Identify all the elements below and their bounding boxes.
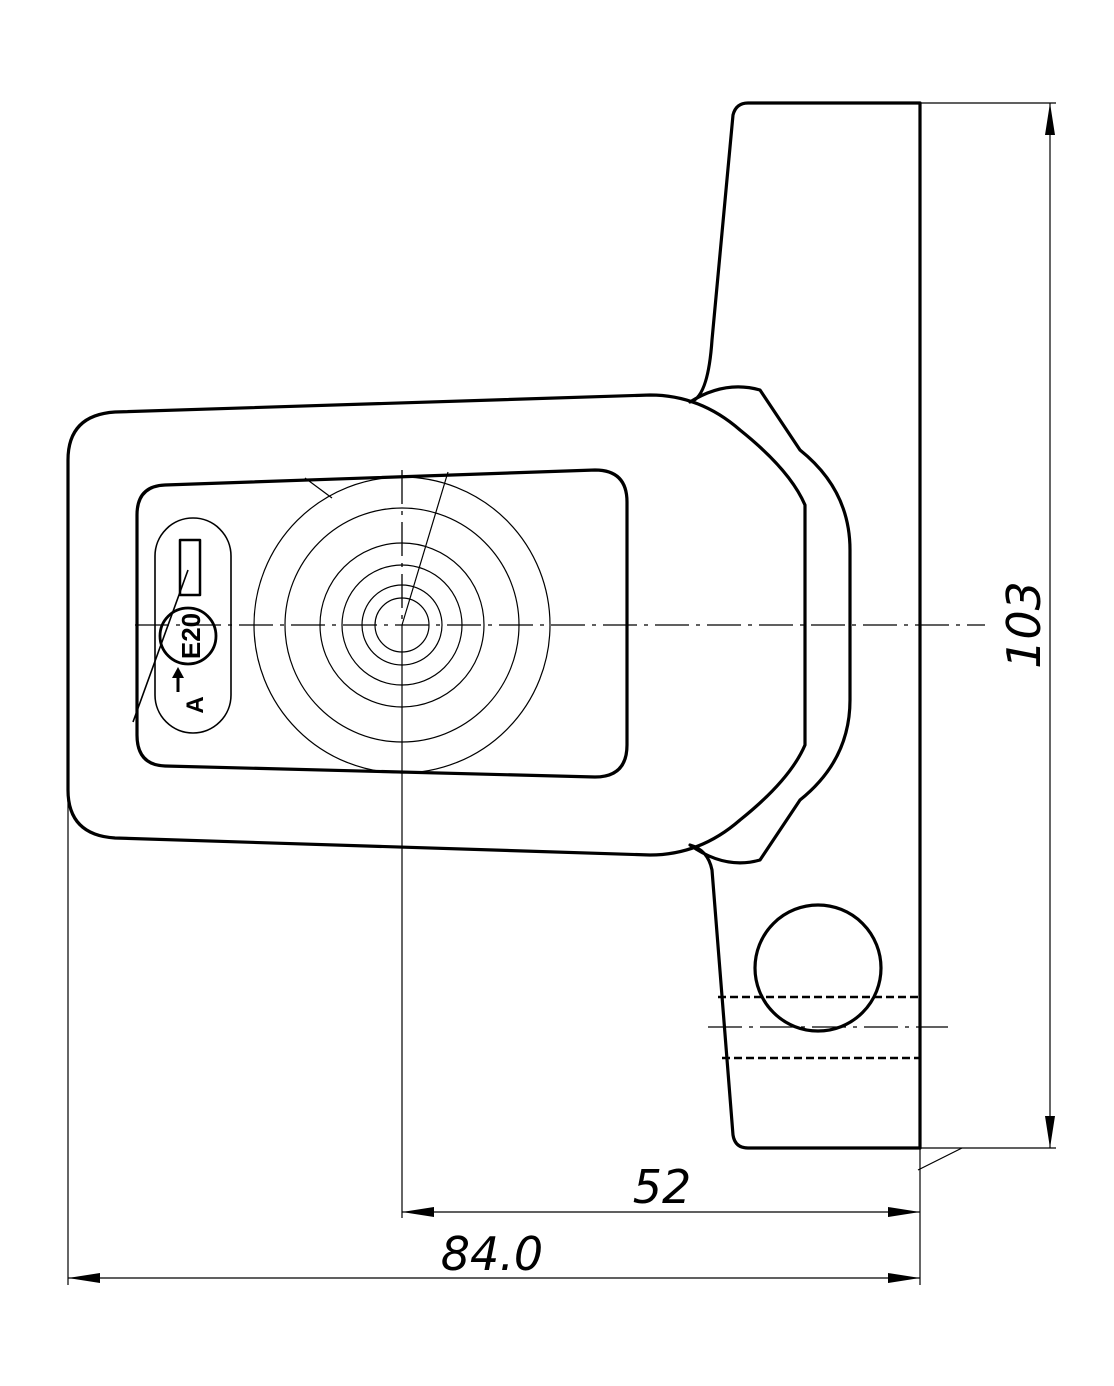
- arrow-up-icon: [172, 667, 184, 678]
- mounting-bolt: [708, 903, 948, 1060]
- dimension-52-label: 52: [633, 1160, 692, 1214]
- center-lines: [135, 470, 985, 626]
- lens-face: [135, 468, 629, 779]
- dimension-height: 103: [917, 102, 1056, 1171]
- dimension-overall-width: 84.0: [67, 790, 920, 1285]
- overall-width-label: 84.0: [441, 1227, 543, 1281]
- dimension-52: 52: [401, 625, 921, 1285]
- height-dimension-label: 103: [997, 581, 1051, 669]
- category-letter: A: [182, 696, 209, 713]
- approval-mark-text: E20: [176, 613, 206, 659]
